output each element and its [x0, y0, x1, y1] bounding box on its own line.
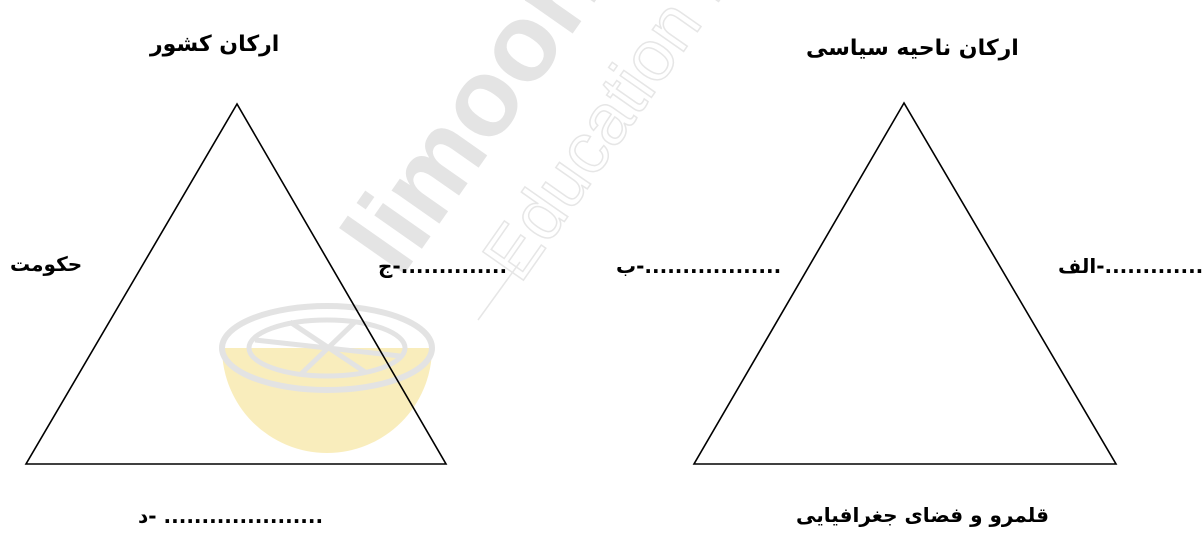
left-diagram-blank-bottom: د- ..................... — [138, 504, 324, 528]
left-diagram-blank-right: ج-.............. — [378, 254, 508, 278]
right-diagram-bottom-label: قلمرو و فضای جغرافیایی — [796, 503, 1050, 527]
left-triangle — [24, 102, 448, 465]
right-diagram-title: ارکان ناحیه سیاسی — [806, 36, 1019, 61]
right-diagram-blank-left: ب-.................. — [616, 254, 782, 278]
left-diagram-title: ارکان کشور — [150, 32, 280, 57]
right-diagram-blank-right: الف-............. — [1058, 254, 1203, 278]
left-diagram-side-label: حکومت — [10, 252, 83, 276]
right-triangle — [692, 101, 1118, 465]
